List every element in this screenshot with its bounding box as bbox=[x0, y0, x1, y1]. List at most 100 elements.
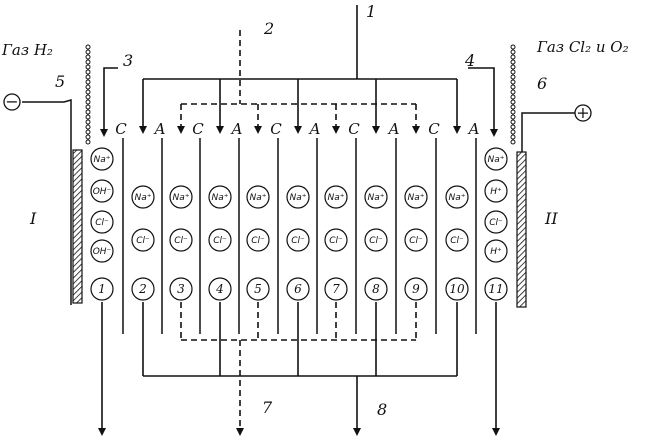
cl2-bubble bbox=[510, 94, 516, 100]
chamber-number: 1 bbox=[98, 282, 106, 296]
ion-na: Na⁺ bbox=[173, 193, 190, 203]
h2-bubble bbox=[85, 129, 91, 135]
anode-plate bbox=[516, 151, 527, 308]
chamber-number: 11 bbox=[488, 282, 503, 296]
chamber-number-circle bbox=[286, 277, 310, 301]
cl2-bubble bbox=[510, 79, 516, 85]
h2-bubble bbox=[85, 119, 91, 125]
label-gas-h2: Газ H₂ bbox=[1, 41, 53, 59]
h2-bubble bbox=[85, 44, 91, 50]
chamber-number: 7 bbox=[332, 282, 340, 296]
membrane-letter: C bbox=[192, 120, 204, 138]
h2-bubble bbox=[85, 124, 91, 130]
ion-cl: Cl⁻ bbox=[213, 236, 227, 246]
ion-cl: Cl⁻ bbox=[489, 218, 503, 228]
chamber-number: 6 bbox=[294, 282, 302, 296]
chamber-number: 3 bbox=[177, 282, 185, 296]
ion-na: Na⁺ bbox=[212, 193, 229, 203]
feed-4 bbox=[468, 67, 498, 137]
flow-lines bbox=[22, 5, 575, 436]
chamber-number: 9 bbox=[412, 282, 420, 296]
label-8: 8 bbox=[377, 400, 387, 419]
ion-circle bbox=[484, 210, 508, 234]
label-1: 1 bbox=[366, 2, 376, 21]
membrane-letter: A bbox=[153, 120, 166, 138]
ion-cl: Cl⁻ bbox=[251, 236, 265, 246]
anode-mark: II bbox=[544, 209, 558, 228]
ion-cl: Cl⁻ bbox=[329, 236, 343, 246]
ion-cl: Cl⁻ bbox=[95, 218, 109, 228]
ion-circle bbox=[324, 185, 348, 209]
label-6: 6 bbox=[537, 74, 547, 93]
membrane-letter: A bbox=[230, 120, 243, 138]
cathode-wire bbox=[22, 99, 72, 305]
chamber-number-circle bbox=[484, 277, 508, 301]
h2-bubble bbox=[85, 59, 91, 65]
ion-oh: OH⁻ bbox=[93, 247, 112, 257]
chamber-number-circle bbox=[169, 277, 193, 301]
chamber-number-circle bbox=[445, 277, 469, 301]
membrane-letter: C bbox=[428, 120, 440, 138]
cl2-bubble bbox=[510, 44, 516, 50]
ions: Na⁺OH⁻Cl⁻OH⁻1Na⁺Cl⁻2Na⁺Cl⁻3Na⁺Cl⁻4Na⁺Cl⁻… bbox=[90, 147, 508, 301]
ion-circle bbox=[445, 228, 469, 252]
cl2-bubble bbox=[510, 129, 516, 135]
cathode-mark: I bbox=[29, 209, 37, 228]
cathode-plate bbox=[72, 149, 83, 304]
ion-circle bbox=[484, 179, 508, 203]
cl2-bubble bbox=[510, 134, 516, 140]
h2-bubble bbox=[85, 134, 91, 140]
h2-bubble bbox=[85, 114, 91, 120]
h2-bubble bbox=[85, 139, 91, 145]
chamber-number-circle bbox=[131, 277, 155, 301]
svg-text:+: + bbox=[576, 103, 589, 122]
ion-circle bbox=[484, 239, 508, 263]
cl2-bubble bbox=[510, 84, 516, 90]
ion-na: Na⁺ bbox=[408, 193, 425, 203]
ion-circle bbox=[208, 228, 232, 252]
label-3: 3 bbox=[123, 51, 133, 70]
cl2-bubble bbox=[510, 89, 516, 95]
label-7: 7 bbox=[262, 398, 273, 417]
positive-terminal: + bbox=[574, 103, 592, 122]
h2-bubble bbox=[85, 54, 91, 60]
cl2-bubble bbox=[510, 139, 516, 145]
chamber-number: 8 bbox=[372, 282, 380, 296]
membrane-letter: A bbox=[387, 120, 400, 138]
ion-h: H⁺ bbox=[490, 187, 502, 197]
svg-text:−: − bbox=[5, 92, 18, 111]
h2-bubble bbox=[85, 94, 91, 100]
membrane-letter: C bbox=[348, 120, 360, 138]
ion-circle bbox=[445, 185, 469, 209]
ion-h: H⁺ bbox=[490, 247, 502, 257]
ion-na: Na⁺ bbox=[328, 193, 345, 203]
ion-circle bbox=[404, 228, 428, 252]
ion-cl: Cl⁻ bbox=[136, 236, 150, 246]
ion-na: Na⁺ bbox=[488, 155, 505, 165]
ion-circle bbox=[246, 228, 270, 252]
h2-bubble bbox=[85, 84, 91, 90]
label-4: 4 bbox=[464, 51, 475, 70]
chamber-number-circle bbox=[246, 277, 270, 301]
ion-circle bbox=[90, 179, 114, 203]
ion-cl: Cl⁻ bbox=[174, 236, 188, 246]
chamber-number-circle bbox=[90, 277, 114, 301]
membrane-letter: C bbox=[115, 120, 127, 138]
ion-circle bbox=[246, 185, 270, 209]
cl2-bubble bbox=[510, 74, 516, 80]
feed-3 bbox=[100, 67, 118, 137]
membrane-letter: C bbox=[270, 120, 282, 138]
chamber-number-circle bbox=[364, 277, 388, 301]
h2-bubble bbox=[85, 99, 91, 105]
ion-circle bbox=[169, 228, 193, 252]
chamber-number-circle bbox=[324, 277, 348, 301]
cl2-bubble bbox=[510, 54, 516, 60]
ion-circle bbox=[90, 210, 114, 234]
anode-wire bbox=[521, 112, 575, 152]
label-gas-cl2-o2: Газ Cl₂ и O₂ bbox=[536, 38, 629, 56]
ion-na: Na⁺ bbox=[368, 193, 385, 203]
ion-circle bbox=[208, 185, 232, 209]
